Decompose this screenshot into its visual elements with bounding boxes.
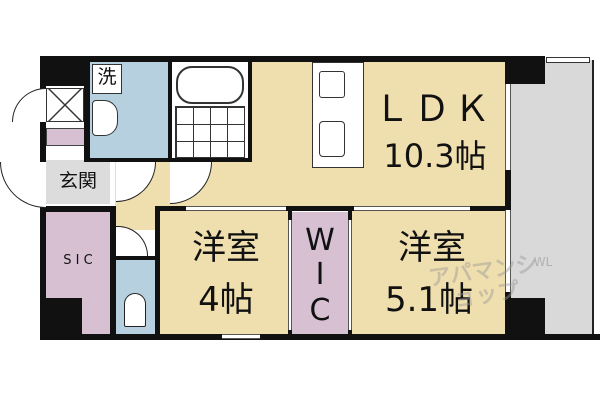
bathroom-tiles (175, 106, 245, 158)
utility-space (46, 88, 84, 122)
sic-label: S I C (63, 253, 93, 268)
utility-door[interactable] (12, 88, 46, 122)
toilet-door[interactable] (116, 226, 148, 256)
bathtub (176, 66, 244, 104)
room-ldk (250, 60, 506, 206)
toilet-fixture (124, 293, 146, 327)
washroom-label-box (92, 64, 122, 94)
wall-toilet-right (155, 206, 160, 340)
wall-sic-top (40, 206, 114, 212)
wall-mid-horizontal (155, 206, 509, 211)
hallway-lower (115, 200, 155, 230)
wall-sic-right (110, 206, 116, 340)
ldk-size: 10.3帖 (383, 137, 487, 175)
room-entrance (46, 160, 110, 204)
room-wic (292, 212, 348, 334)
wic-label-w: W (305, 223, 335, 258)
wic-label-i: I (315, 257, 325, 292)
western2-label: 洋室 (398, 228, 466, 268)
window-western1-bottom[interactable] (222, 334, 260, 339)
western1-label: 洋室 (192, 228, 260, 268)
wall-right (505, 56, 511, 340)
entrance-shoebox (46, 128, 86, 146)
western2-size: 5.1帖 (384, 280, 474, 320)
washroom-label: 洗 (97, 66, 117, 88)
balcony-rail (546, 57, 590, 63)
wic-door-right[interactable] (348, 220, 352, 330)
wic-door-left[interactable] (288, 220, 292, 330)
sink (92, 100, 118, 136)
wall-bath-right (248, 56, 252, 162)
sliding-door-western1[interactable] (186, 206, 286, 211)
wall-toilet-top (114, 256, 158, 260)
room-western-1 (160, 210, 288, 334)
wall-bottom (40, 334, 600, 340)
window-western2-balcony[interactable] (505, 210, 511, 292)
ldk-label: ＬＤＫ (373, 89, 494, 130)
corner-block-tl (40, 56, 84, 86)
stove-icon (319, 71, 345, 98)
sic-pillar (44, 298, 82, 334)
western1-size: 4帖 (198, 280, 254, 320)
wall-wash-left (84, 56, 90, 162)
wic-label-c: C (309, 293, 331, 328)
wall-wash-bottom (84, 158, 252, 162)
wall-bath-left (168, 56, 172, 162)
sliding-door-western2[interactable] (354, 206, 470, 211)
front-door[interactable] (0, 162, 46, 208)
window-ldk-balcony[interactable] (505, 84, 511, 170)
entrance-label: 玄関 (58, 170, 97, 192)
corner-block-br (505, 298, 545, 338)
kitchen-sink (319, 121, 345, 157)
corner-block-tr (505, 56, 545, 84)
balcony (510, 60, 594, 338)
room-western-2 (352, 210, 506, 334)
watermark-sub: WL (533, 255, 553, 269)
wall-top (40, 56, 510, 62)
